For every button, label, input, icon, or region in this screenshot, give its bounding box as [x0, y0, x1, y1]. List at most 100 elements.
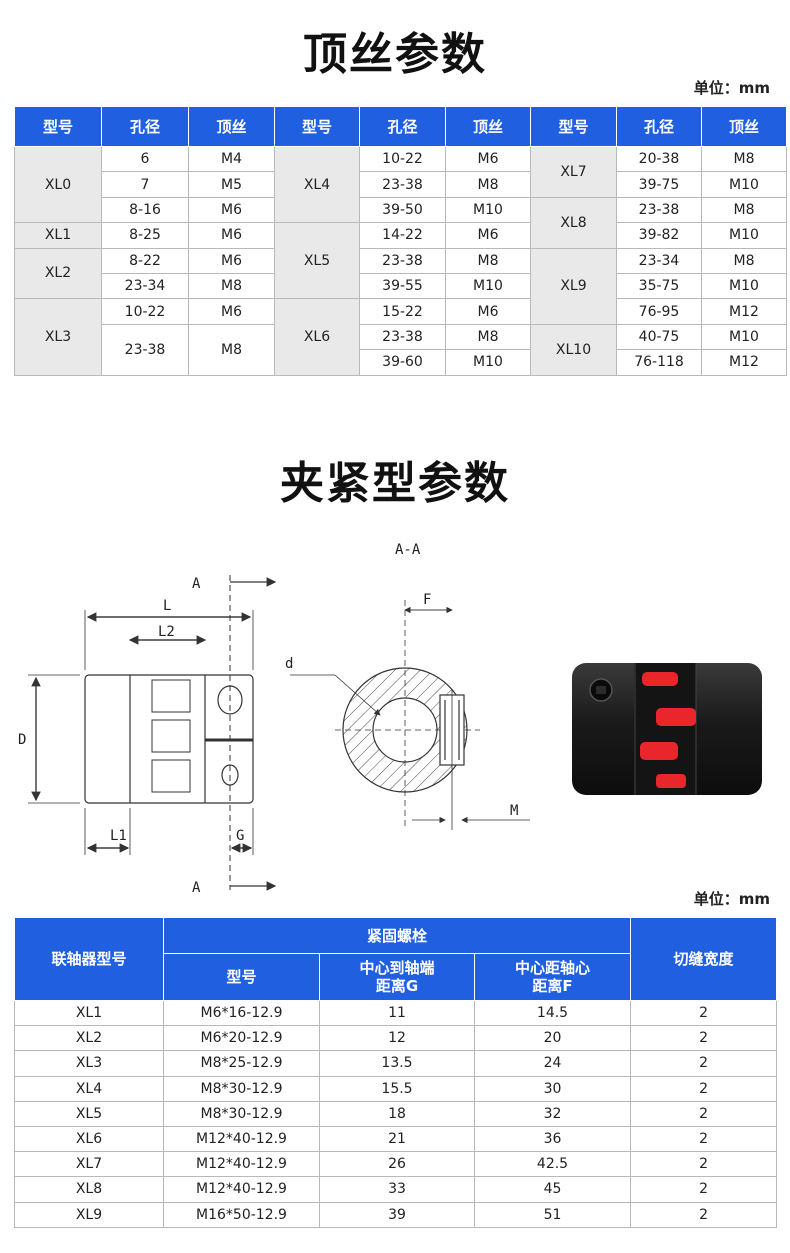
header-cell: 紧固螺栓 — [162, 917, 632, 954]
coupling-product-photo — [572, 663, 762, 795]
model-cell: XL8 — [530, 196, 617, 249]
f-cell: 51 — [473, 1201, 632, 1228]
screw-cell: M6*16-12.9 — [163, 999, 320, 1027]
label-d-bore: d — [285, 656, 293, 672]
set-screw-table: 型号 孔径 顶丝 型号 孔径 顶丝 型号 孔径 顶丝 XL0 6 M4 XL4 … — [14, 106, 787, 376]
unit-label: 单位：mm — [693, 79, 770, 97]
screw-cell: M12*40-12.9 — [163, 1176, 320, 1203]
screw-cell: M8 — [445, 247, 531, 274]
header-cell: 型号 — [530, 106, 617, 147]
screw-cell: M8*25-12.9 — [163, 1050, 320, 1077]
header-line: 距离G — [375, 977, 419, 995]
header-cell: 孔径 — [359, 106, 446, 147]
model-cell: XL9 — [14, 1201, 164, 1228]
table-header-row: 型号 孔径 顶丝 型号 孔径 顶丝 型号 孔径 顶丝 — [14, 106, 787, 147]
header-line: 中心到轴端 — [359, 959, 435, 977]
screw-cell: M8 — [701, 145, 787, 173]
screw-cell: M8 — [701, 196, 787, 224]
screw-cell: M6 — [445, 298, 531, 325]
screw-cell: M6 — [188, 196, 275, 224]
header-cell: 型号 — [274, 106, 360, 147]
header-line: 距离F — [532, 977, 573, 995]
label-g: G — [236, 828, 244, 844]
g-cell: 11 — [319, 999, 475, 1027]
table-header-row: 型号 中心到轴端 距离G 中心距轴心 距离F — [15, 953, 777, 1001]
model-cell: XL1 — [14, 999, 164, 1027]
bore-cell: 39-60 — [359, 349, 446, 376]
table-row: XL2 M6*20-12.9 12 20 2 — [14, 1025, 778, 1052]
label-l1: L1 — [110, 828, 127, 844]
bore-cell: 23-38 — [359, 247, 446, 274]
bore-cell: 20-38 — [616, 145, 702, 173]
screw-cell: M8 — [188, 272, 275, 300]
screw-cell: M8 — [701, 247, 787, 274]
screw-cell: M10 — [445, 349, 531, 376]
bore-cell: 39-50 — [359, 196, 446, 224]
model-cell: XL6 — [14, 1125, 164, 1153]
screw-cell: M5 — [188, 171, 275, 198]
g-cell: 26 — [319, 1151, 475, 1178]
f-cell: 32 — [473, 1100, 632, 1127]
label-d-outer: D — [18, 732, 26, 748]
bore-cell: 39-75 — [616, 171, 702, 198]
header-cell: 顶丝 — [445, 106, 531, 147]
model-cell: XL10 — [530, 323, 617, 376]
model-cell: XL7 — [14, 1151, 164, 1178]
unit-label: 单位：mm — [693, 890, 770, 908]
coupling-technical-drawing: A-A A A L L2 D L1 G — [18, 542, 762, 896]
model-cell: XL5 — [14, 1100, 164, 1127]
slit-cell: 2 — [630, 1025, 778, 1052]
f-cell: 30 — [473, 1075, 632, 1102]
table-header-row: 联轴器型号 紧固螺栓 切缝宽度 — [14, 917, 778, 1001]
section-label: A-A — [395, 542, 421, 558]
g-cell: 15.5 — [319, 1075, 475, 1102]
bore-cell: 23-38 — [359, 171, 446, 198]
f-cell: 42.5 — [473, 1151, 632, 1178]
screw-cell: M16*50-12.9 — [163, 1201, 320, 1228]
slit-cell: 2 — [630, 1151, 778, 1178]
screw-cell: M8 — [445, 323, 531, 351]
screw-cell: M10 — [701, 171, 787, 198]
table-row: XL3 M8*25-12.9 13.5 24 2 — [14, 1050, 778, 1077]
bore-cell: 23-38 — [101, 323, 189, 376]
bore-cell: 76-95 — [616, 298, 702, 325]
slit-cell: 2 — [630, 1050, 778, 1077]
label-a-bottom: A — [192, 880, 201, 896]
f-cell: 45 — [473, 1176, 632, 1203]
bore-cell: 40-75 — [616, 323, 702, 351]
model-cell: XL0 — [14, 145, 102, 224]
g-cell: 33 — [319, 1176, 475, 1203]
bore-cell: 8-22 — [101, 247, 189, 274]
bore-cell: 6 — [101, 145, 189, 173]
clamp-type-table: 联轴器型号 紧固螺栓 切缝宽度 型号 中心到轴端 距离G 中心距轴心 距离F X… — [14, 917, 778, 1228]
header-cell: 联轴器型号 — [14, 917, 164, 1001]
slit-cell: 2 — [630, 1075, 778, 1102]
table-row: XL5 M8*30-12.9 18 32 2 — [14, 1100, 778, 1127]
screw-cell: M6 — [188, 222, 275, 249]
model-cell: XL2 — [14, 1025, 164, 1052]
f-cell: 14.5 — [473, 999, 632, 1027]
label-f: F — [423, 592, 431, 608]
screw-cell: M6 — [188, 247, 275, 274]
bore-cell: 39-82 — [616, 222, 702, 249]
g-cell: 21 — [319, 1125, 475, 1153]
screw-cell: M10 — [701, 272, 787, 300]
bore-cell: 76-118 — [616, 349, 702, 376]
bore-cell: 10-22 — [101, 298, 189, 325]
screw-cell: M6*20-12.9 — [163, 1025, 320, 1052]
screw-cell: M10 — [701, 323, 787, 351]
header-cell: 孔径 — [101, 106, 189, 147]
slit-cell: 2 — [630, 1201, 778, 1228]
header-line: 中心距轴心 — [515, 959, 591, 977]
table-row: XL1 M6*16-12.9 11 14.5 2 — [14, 999, 778, 1027]
bore-cell: 8-25 — [101, 222, 189, 249]
bore-cell: 35-75 — [616, 272, 702, 300]
bore-cell: 23-38 — [616, 196, 702, 224]
screw-cell: M10 — [701, 222, 787, 249]
model-cell: XL3 — [14, 298, 102, 376]
header-cell: 顶丝 — [188, 106, 275, 147]
table-row: XL8 M12*40-12.9 33 45 2 — [14, 1176, 778, 1203]
header-cell: 切缝宽度 — [630, 917, 778, 1001]
model-cell: XL5 — [274, 222, 360, 300]
bore-cell: 23-34 — [616, 247, 702, 274]
